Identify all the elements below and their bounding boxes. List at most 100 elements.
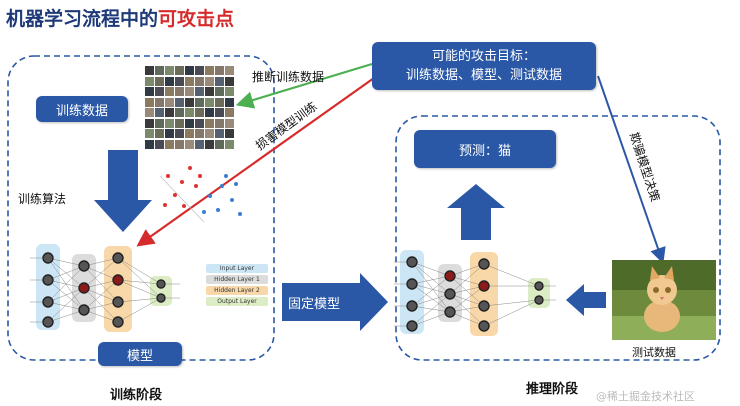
prediction-up-arrow (447, 184, 505, 240)
test-data-label: 测试数据 (632, 346, 676, 359)
training-algorithm-label: 训练算法 (18, 192, 67, 206)
dataset-thumbnail (225, 87, 234, 96)
dataset-thumbnail (145, 118, 154, 128)
attack-targets-box: 可能的攻击目标： 训练数据、模型、测试数据 (372, 42, 596, 90)
dataset-thumbnail (175, 66, 184, 75)
dataset-thumbnail (155, 108, 164, 117)
dataset-thumbnail (175, 76, 184, 86)
test-image-cat (612, 260, 716, 340)
dataset-thumbnail (215, 118, 224, 128)
prediction-box: 预测：猫 (414, 130, 556, 168)
dataset-thumbnail (205, 139, 214, 149)
dataset-thumbnail (145, 108, 154, 117)
dataset-thumbnail (205, 87, 214, 96)
inference-network (394, 250, 556, 336)
dataset-thumbnail (175, 108, 184, 117)
dataset-thumbnail (195, 66, 204, 75)
dataset-thumbnail (175, 139, 184, 149)
dataset-thumbnail (175, 97, 184, 107)
legend-input-layer: Input Layer (206, 264, 268, 273)
title-prefix: 机器学习流程中的 (6, 8, 159, 30)
dataset-thumbnail (165, 76, 174, 86)
dataset-thumbnail (145, 139, 154, 149)
dataset-thumbnail (215, 76, 224, 86)
dataset-thumbnail (185, 108, 194, 117)
watermark: @稀土掘金技术社区 (596, 390, 695, 403)
dataset-thumbnail (155, 76, 164, 86)
training-network (30, 244, 180, 332)
legend-output-layer: Output Layer (206, 297, 268, 306)
dataset-thumbnail (155, 66, 164, 75)
model-box: 模型 (98, 342, 182, 366)
dataset-thumbnail (225, 97, 234, 107)
dataset-thumbnail (185, 87, 194, 96)
dataset-thumbnail (145, 87, 154, 96)
dataset-thumbnail (205, 97, 214, 107)
damage-training-arrow (136, 77, 375, 247)
dataset-thumbnail (165, 97, 174, 107)
dataset-thumbnail (195, 76, 204, 86)
infer-data-label: 推断训练数据 (252, 70, 325, 84)
dataset-thumbnail (225, 66, 234, 75)
dataset-thumbnail (195, 118, 204, 128)
dataset-thumbnail (215, 108, 224, 117)
training-data-box: 训练数据 (36, 96, 128, 122)
dataset-thumbnail (185, 76, 194, 86)
dataset-thumbnail (155, 139, 164, 149)
attack-targets-line1: 可能的攻击目标： (431, 49, 536, 64)
dataset-thumbnail (175, 87, 184, 96)
dataset-thumbnail (205, 108, 214, 117)
test-to-model-arrow (566, 284, 606, 316)
dataset-thumbnail (185, 139, 194, 149)
dataset-thumbnail (155, 87, 164, 96)
dataset-thumbnail (145, 76, 154, 86)
training-down-arrow (94, 150, 152, 232)
legend-hidden-layer-1: Hidden Layer 1 (206, 275, 268, 284)
dataset-thumbnail (185, 129, 194, 138)
fixed-model-label: 固定模型 (288, 297, 341, 312)
dataset-thumbnail (145, 97, 154, 107)
deceive-decision-arrow (597, 75, 666, 264)
dataset-thumbnail (145, 66, 154, 75)
title-highlight: 可攻击点 (158, 8, 235, 30)
dataset-thumbnail (205, 66, 214, 75)
dataset-thumbnail (195, 108, 204, 117)
dataset-thumbnail (185, 118, 194, 128)
dataset-thumbnail (205, 129, 214, 138)
dataset-thumbnail (175, 129, 184, 138)
fixed-model-arrow (282, 273, 388, 331)
dataset-thumbnail (215, 66, 224, 75)
dataset-thumbnail (165, 129, 174, 138)
page-title: 机器学习流程中的可攻击点 (6, 4, 234, 31)
dataset-thumbnail (165, 66, 174, 75)
dataset-thumbnail (225, 108, 234, 117)
dataset-thumbnail (155, 129, 164, 138)
dataset-thumbnail (225, 118, 234, 128)
dataset-thumbnail (165, 87, 174, 96)
inference-phase-label: 推理阶段 (526, 382, 579, 397)
dataset-thumbnail (165, 139, 174, 149)
dataset-thumbnail (155, 118, 164, 128)
dataset-thumbnail (185, 66, 194, 75)
dataset-thumbnail (225, 76, 234, 86)
dataset-thumbnail (165, 118, 174, 128)
dataset-thumbnail (175, 118, 184, 128)
training-phase-label: 训练阶段 (110, 388, 163, 403)
attack-targets-line2: 训练数据、模型、测试数据 (405, 68, 562, 83)
dataset-thumbnail (195, 129, 204, 138)
dataset-thumbnail (215, 97, 224, 107)
dataset-thumbnail (145, 129, 154, 138)
dataset-thumbnail (185, 97, 194, 107)
dataset-thumbnail (215, 139, 224, 149)
dataset-thumbnail (225, 139, 234, 149)
dataset-thumbnail (205, 118, 214, 128)
inference-phase-region (395, 115, 721, 361)
dataset-thumbnail (215, 129, 224, 138)
dataset-thumbnail (195, 139, 204, 149)
dataset-thumbnail (165, 108, 174, 117)
legend-hidden-layer-2: Hidden Layer 2 (206, 286, 268, 295)
dataset-thumbnail (205, 76, 214, 86)
dataset-thumbnail (195, 97, 204, 107)
dataset-thumbnail (215, 87, 224, 96)
